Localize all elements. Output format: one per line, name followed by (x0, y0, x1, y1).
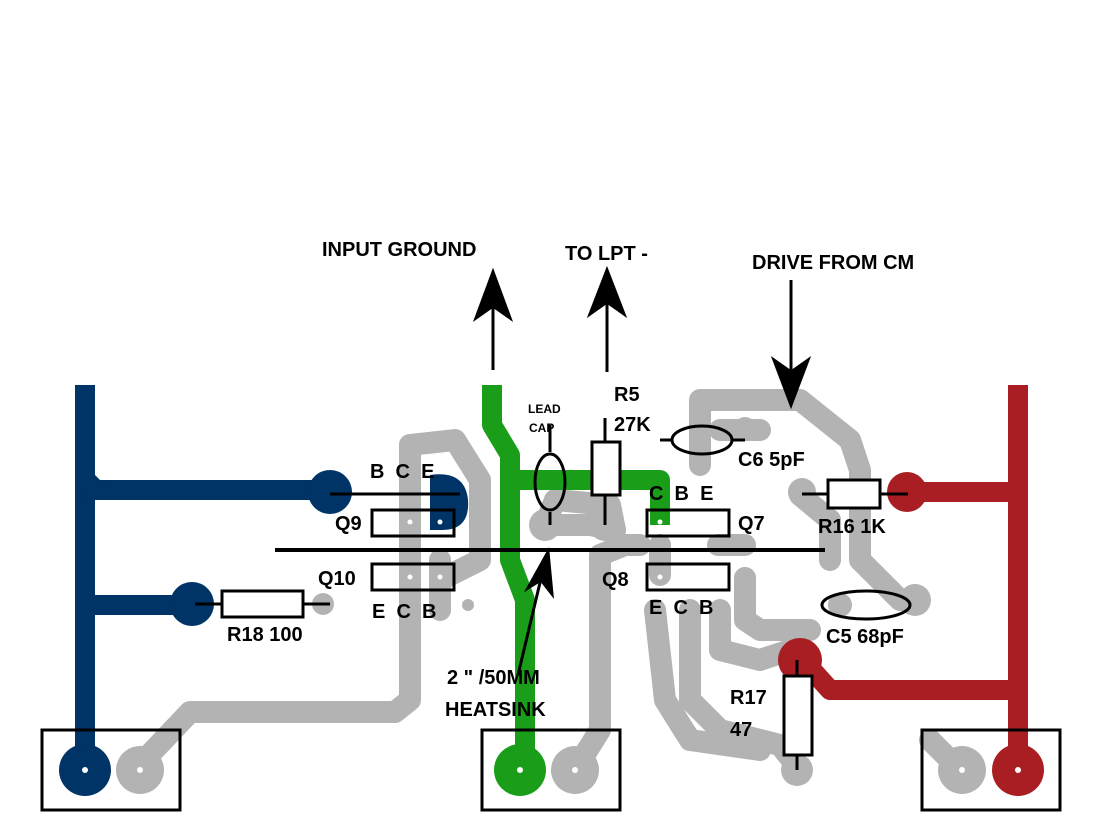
arrow-heatsink-icon (523, 547, 554, 599)
connector-right (920, 728, 1062, 812)
q8-body (645, 562, 731, 592)
label-q7-pins: C B E (649, 483, 713, 505)
r18-body (220, 589, 305, 619)
label-q8-pins: E C B (649, 597, 713, 619)
label-c6: C6 5pF (738, 449, 805, 471)
arrow-down-icon (770, 355, 812, 410)
label-r17: R17 (730, 687, 767, 709)
arrow-up-icon (472, 267, 514, 323)
connector-center (480, 728, 622, 812)
label-r5-value: 27K (614, 414, 651, 436)
pad-holes (82, 519, 1021, 773)
label-cap: CAP (529, 421, 554, 435)
label-input-ground: INPUT GROUND (322, 239, 476, 261)
red-traces (795, 385, 1028, 770)
label-q10-pins: E C B (372, 601, 436, 623)
label-q10: Q10 (318, 568, 356, 590)
label-q9-pins: B C E (370, 461, 434, 483)
label-heatsink-size: 2 " /50MM (447, 667, 540, 689)
label-heatsink: HEATSINK (445, 699, 546, 721)
r16-body (826, 478, 882, 510)
label-c5: C5 68pF (826, 626, 904, 648)
c5-body (820, 589, 912, 621)
label-q9: Q9 (335, 513, 362, 535)
component-outlines (40, 418, 1062, 812)
label-r17-value: 47 (730, 719, 752, 741)
q10-body (370, 562, 456, 592)
connector-left (40, 728, 182, 812)
resistors (220, 440, 882, 757)
label-lead: LEAD (528, 402, 561, 416)
q9-body (370, 508, 456, 538)
lead-cap-body (533, 452, 567, 512)
label-r16: R16 1K (818, 516, 886, 538)
label-q7: Q7 (738, 513, 765, 535)
label-drive-from-cm: DRIVE FROM CM (752, 252, 914, 274)
arrow-up-icon-2 (586, 265, 628, 319)
arrows (472, 265, 812, 676)
q7-body (645, 508, 731, 538)
label-r5: R5 (614, 384, 640, 406)
label-q8: Q8 (602, 569, 629, 591)
label-r18: R18 100 (227, 624, 303, 646)
label-to-lpt: TO LPT - (565, 243, 648, 265)
r5-body (590, 440, 622, 497)
labels: INPUT GROUND TO LPT - DRIVE FROM CM LEAD… (227, 239, 914, 741)
r17-body (782, 674, 814, 757)
